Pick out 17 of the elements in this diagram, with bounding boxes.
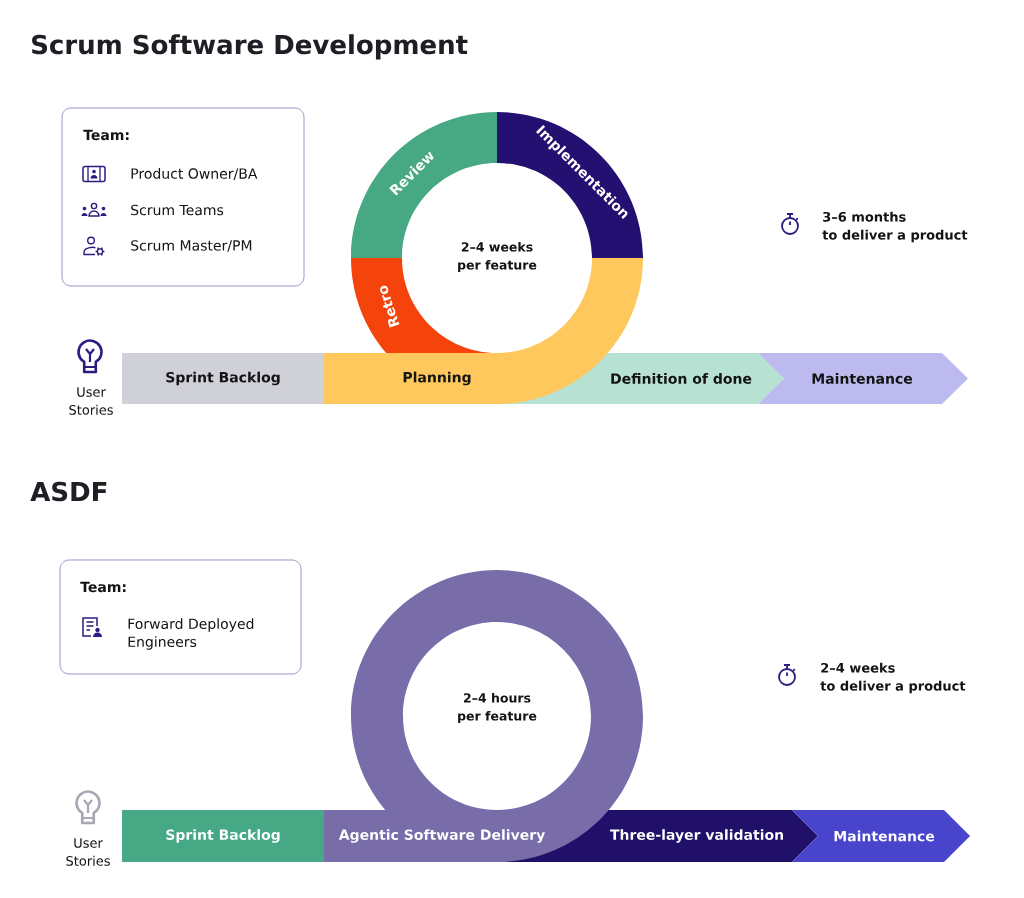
caption: User Stories [69, 387, 113, 415]
heading: Team: [80, 581, 126, 593]
caption: User Stories [66, 838, 110, 866]
band-segment: Sprint Backlog [122, 353, 324, 404]
list-item: Product Owner/BA [131, 168, 258, 180]
list-item: Scrum Master/PM [131, 240, 252, 252]
duration-text: 2–4 weeks to deliver a product [820, 662, 966, 694]
list-item: Forward Deployed Engineers [128, 618, 254, 650]
section-title: ASDF [30, 481, 107, 502]
section-title: Scrum Software Development [32, 34, 468, 60]
center-text: 2–4 hours per feature [458, 692, 537, 724]
band-segment: Sprint Backlog [122, 810, 324, 862]
chevron-segment: Maintenance [792, 810, 970, 862]
duration-text: 3–6 months to deliver a product [822, 211, 968, 243]
list-item: Scrum Teams [131, 204, 224, 216]
heading: Team: [83, 129, 129, 141]
chevron-segment: Maintenance [758, 353, 968, 404]
